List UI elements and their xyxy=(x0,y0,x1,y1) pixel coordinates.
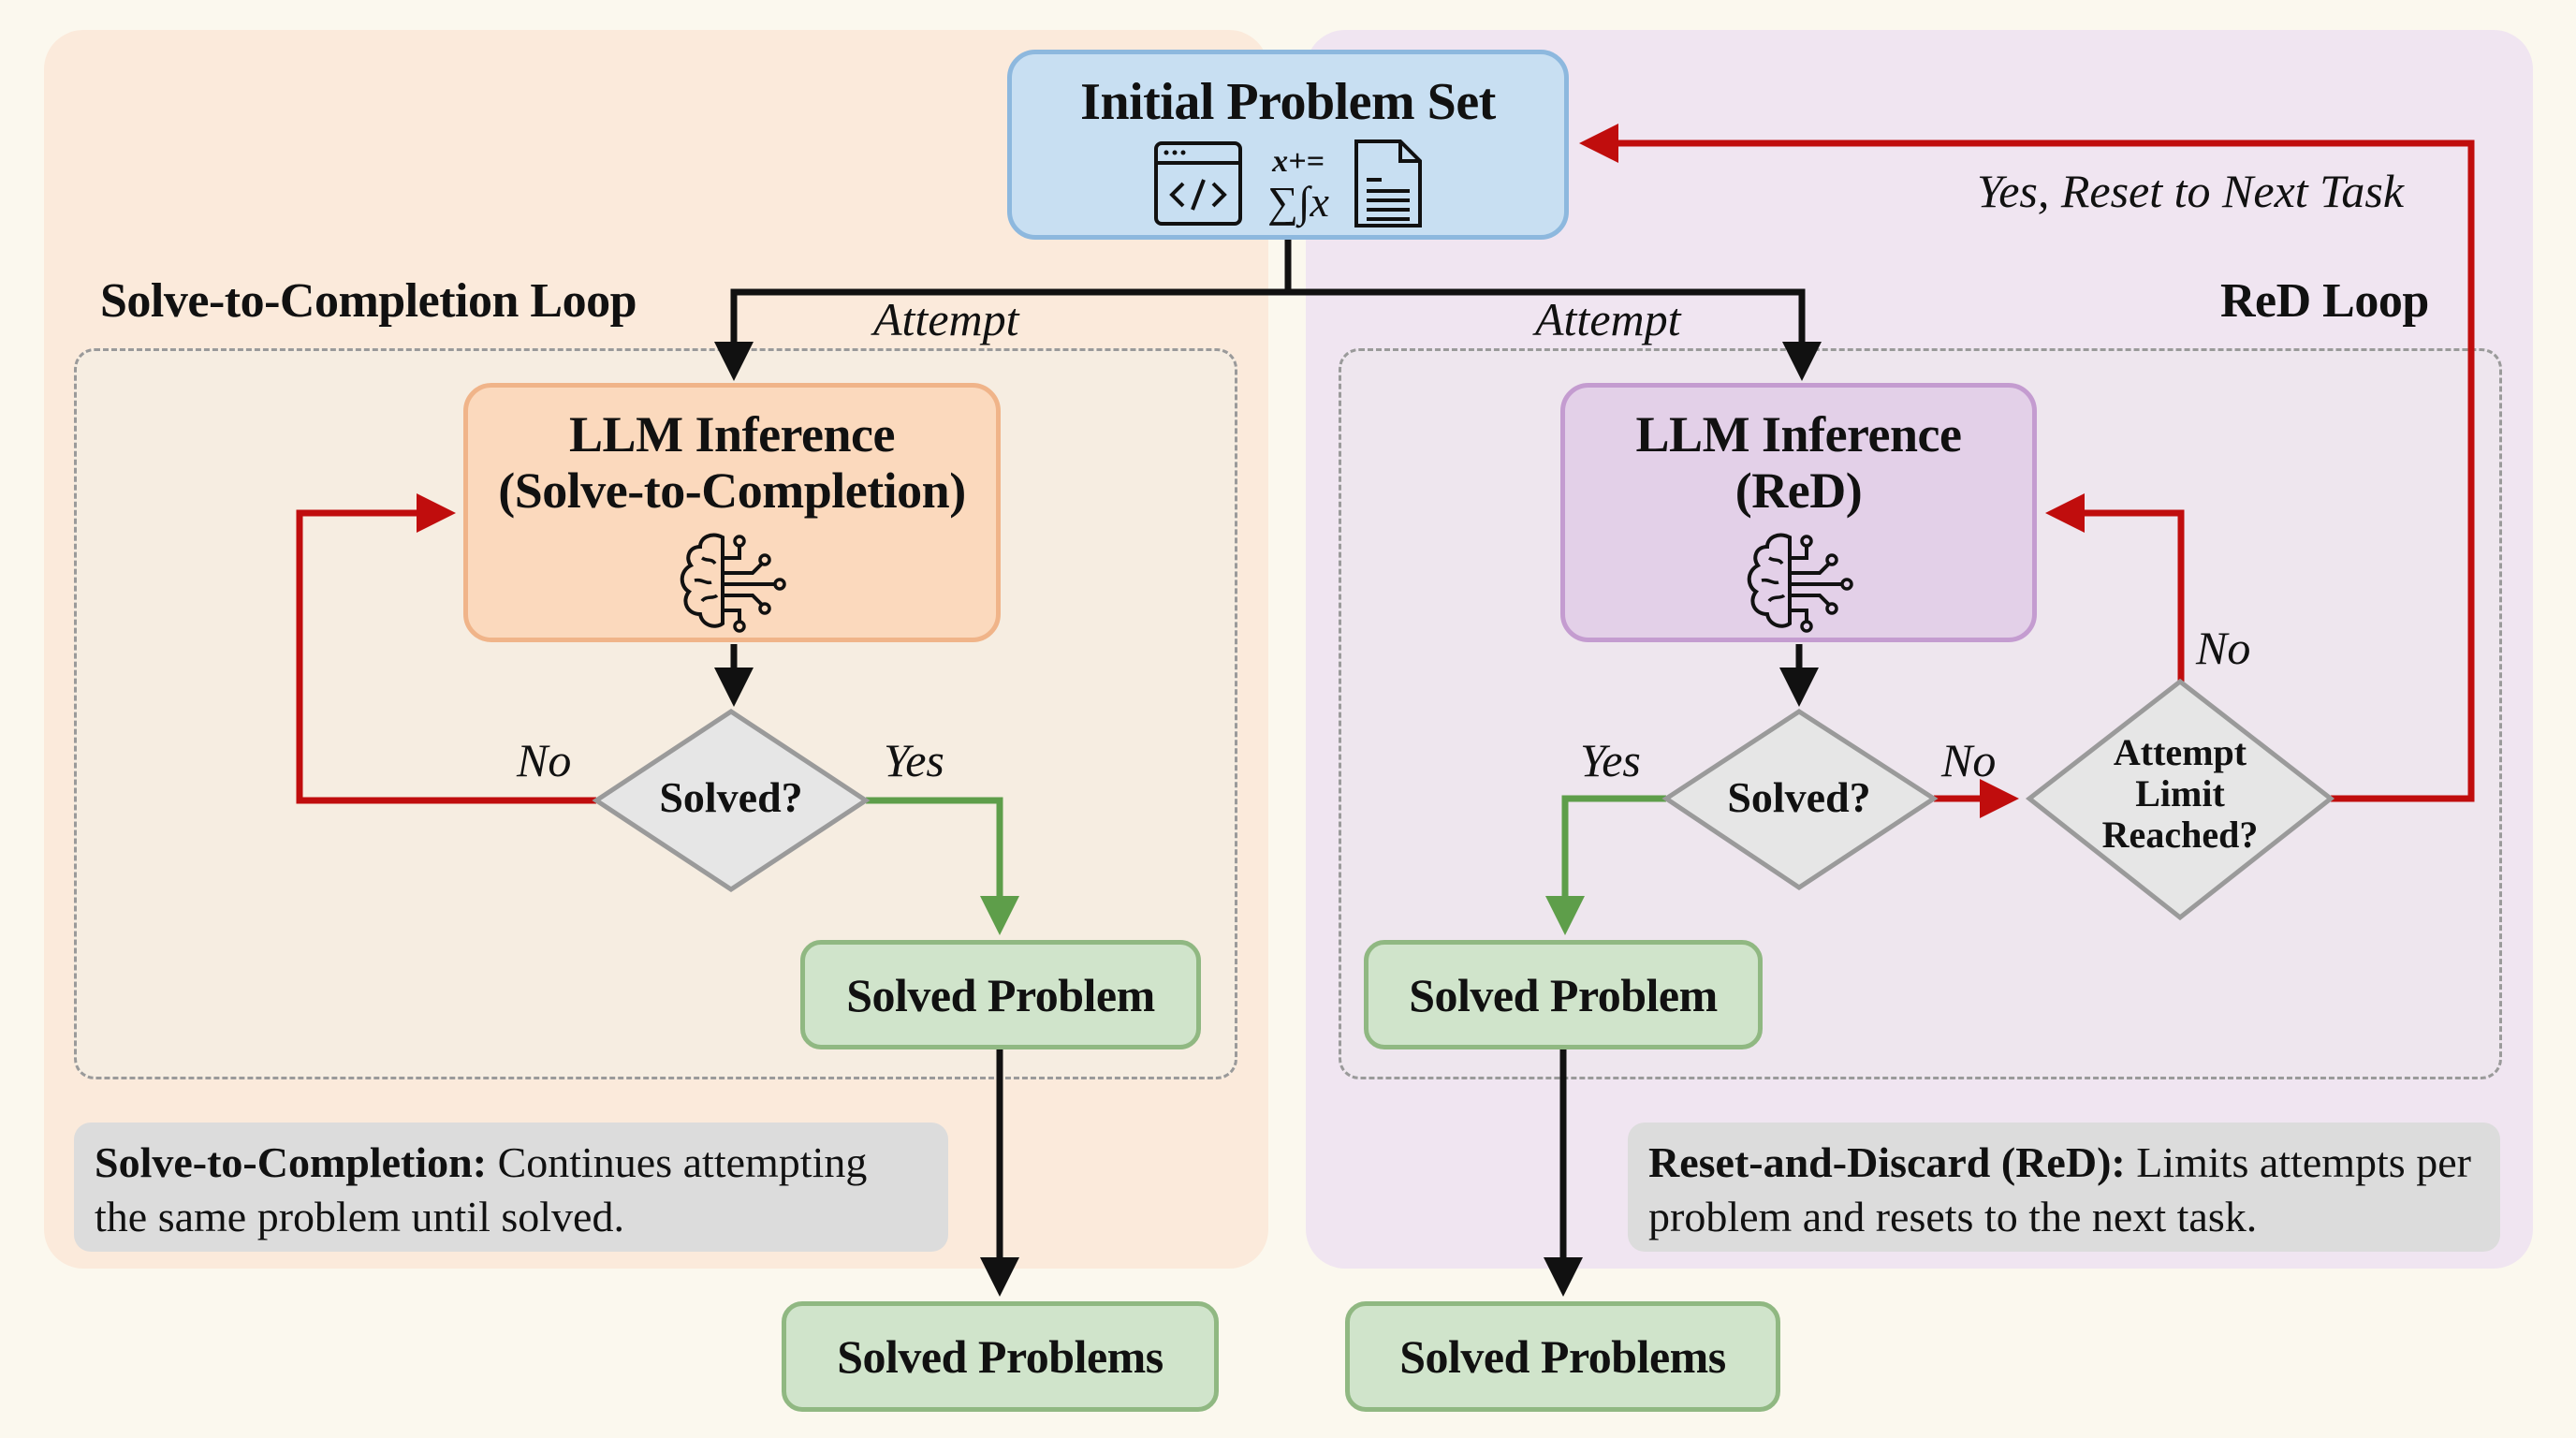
red-description-text: Limits attempts per problem and resets t… xyxy=(1648,1138,2471,1240)
llm-inference-red-node: LLM Inference (ReD) xyxy=(1560,383,2037,642)
attempt-limit-question: Attempt Limit Reached? xyxy=(2068,732,2292,856)
llm-stc-line2: (Solve-to-Completion) xyxy=(498,462,966,519)
stc-description: Solve-to-Completion: Continues attemptin… xyxy=(74,1123,948,1252)
right-loop-title: ReD Loop xyxy=(2220,274,2429,328)
reset-label: Yes, Reset to Next Task xyxy=(1977,165,2405,217)
right-no-label: No xyxy=(1941,734,1997,786)
solved-question-right: Solved? xyxy=(1727,773,1871,821)
attempt-limit-line2: Limit xyxy=(2135,772,2225,814)
edge-left-yes xyxy=(866,797,1019,935)
red-description-term: Reset-and-Discard (ReD): xyxy=(1648,1138,2126,1186)
stc-description-text: Continues attempting the same problem un… xyxy=(95,1138,868,1240)
solved-problems-output-right: Solved Problems xyxy=(1345,1301,1780,1412)
math-bottom: ∑∫x xyxy=(1267,177,1329,226)
left-loop-title: Solve-to-Completion Loop xyxy=(100,274,637,328)
edge-limit-yes-reset xyxy=(1579,124,2475,802)
llm-red-line2: (ReD) xyxy=(1734,462,1863,519)
right-yes-label: Yes xyxy=(1580,734,1641,786)
left-no-label: No xyxy=(517,734,572,786)
limit-no-label: No xyxy=(2196,622,2251,674)
math-symbols-icon: x+= ∑∫x xyxy=(1267,143,1329,227)
edge-limit-no xyxy=(2045,493,2185,682)
document-icon xyxy=(1354,139,1423,233)
solved-problem-node-left: Solved Problem xyxy=(800,940,1201,1049)
edge-left-no xyxy=(296,493,596,804)
attempt-limit-line3: Reached? xyxy=(2101,814,2259,856)
initial-problem-set-node: Initial Problem Set x+= ∑∫x xyxy=(1007,50,1569,240)
llm-stc-line1: LLM Inference xyxy=(569,406,895,462)
solved-question-left: Solved? xyxy=(659,773,803,821)
attempt-limit-line1: Attempt xyxy=(2113,731,2247,773)
red-description: Reset-and-Discard (ReD): Limits attempts… xyxy=(1628,1123,2500,1252)
right-attempt-label: Attempt xyxy=(1535,293,1681,345)
edge-right-yes xyxy=(1545,795,1666,935)
brain-circuit-icon xyxy=(1741,530,1857,638)
brain-circuit-icon xyxy=(674,530,790,638)
llm-red-line1: LLM Inference xyxy=(1635,406,1962,462)
solved-problems-output-left: Solved Problems xyxy=(782,1301,1219,1412)
decision-solved-left xyxy=(592,709,871,892)
stc-description-term: Solve-to-Completion: xyxy=(95,1138,488,1186)
math-top: x+= xyxy=(1272,143,1325,179)
solved-problem-node-right: Solved Problem xyxy=(1364,940,1763,1049)
decision-solved-right xyxy=(1661,709,1939,891)
code-window-icon xyxy=(1153,140,1243,231)
initial-problem-set-title: Initial Problem Set xyxy=(1080,73,1496,131)
edge-attempt-right xyxy=(1288,288,1822,381)
decision-attempt-limit xyxy=(2025,678,2335,921)
left-attempt-label: Attempt xyxy=(873,293,1019,345)
llm-inference-stc-node: LLM Inference (Solve-to-Completion) xyxy=(463,383,1001,642)
edge-attempt-left xyxy=(714,288,1288,381)
left-yes-label: Yes xyxy=(884,734,944,786)
